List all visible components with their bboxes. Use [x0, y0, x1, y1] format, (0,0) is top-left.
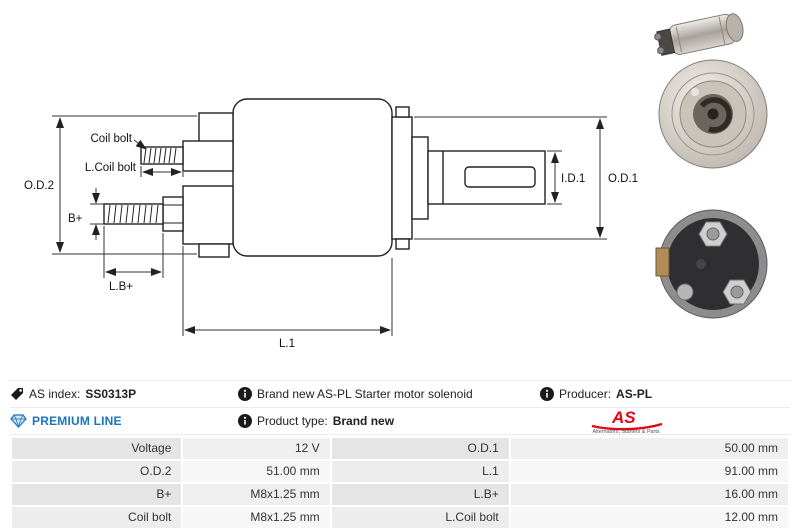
as-pl-logo-icon: AS Alternators, Starters & Parts: [591, 408, 663, 434]
info-icon: [540, 387, 554, 401]
producer-label: Producer:: [559, 387, 612, 401]
dim-label-lbplus: L.B+: [109, 281, 133, 293]
spec-value: M8x1.25 mm: [183, 484, 330, 505]
product-photo-front-cap[interactable]: [655, 56, 771, 172]
spec-value: 16.00 mm: [510, 484, 788, 505]
table-row: B+ M8x1.25 mm L.B+ 16.00 mm: [12, 484, 788, 505]
solenoid-outline: [103, 98, 546, 258]
spec-value: 91.00 mm: [510, 461, 788, 482]
producer: Producer: AS-PL: [540, 387, 790, 401]
brand-logo: AS Alternators, Starters & Parts: [586, 408, 790, 434]
product-photo-side-view[interactable]: [648, 4, 770, 60]
dim-label-coil-bolt: Coil bolt: [90, 133, 132, 145]
product-type: Product type: Brand new: [238, 414, 540, 428]
product-photo-terminal-cap[interactable]: [655, 206, 771, 322]
info-row-1: AS index: SS0313P Brand new AS-PL Starte…: [10, 381, 790, 408]
as-index: AS index: SS0313P: [10, 387, 238, 401]
spec-label: L.B+: [331, 484, 509, 505]
product-description: Brand new AS-PL Starter motor solenoid: [238, 387, 540, 401]
as-index-label: AS index:: [29, 387, 81, 401]
logo-text: AS: [611, 408, 636, 427]
table-row: Coil bolt M8x1.25 mm L.Coil bolt 12.00 m…: [12, 507, 788, 528]
spec-value: 12.00 mm: [510, 507, 788, 528]
product-type-value: Brand new: [332, 414, 395, 428]
diamond-icon: [10, 414, 27, 428]
info-icon: [238, 387, 252, 401]
spec-value: 50.00 mm: [510, 438, 788, 459]
dim-label-l-coil-bolt: L.Coil bolt: [85, 162, 137, 174]
solenoid-technical-drawing: O.D.2 O.D.1 I.D.1 L.1 L.B+ B+ Coil bolt …: [24, 98, 638, 350]
spec-label: L.1: [331, 461, 509, 482]
dim-label-l1: L.1: [279, 338, 295, 350]
spec-label: B+: [12, 484, 182, 505]
logo-subtext: Alternators, Starters & Parts: [592, 429, 659, 434]
spec-label: Voltage: [12, 438, 182, 459]
dim-label-od2: O.D.2: [24, 180, 54, 192]
dim-label-id1: I.D.1: [561, 173, 585, 185]
product-description-text: Brand new AS-PL Starter motor solenoid: [257, 387, 473, 401]
dim-label-bplus: B+: [68, 213, 83, 225]
info-icon: [238, 414, 252, 428]
thread-hatching: [107, 147, 183, 224]
spec-label: L.Coil bolt: [331, 507, 509, 528]
product-type-label: Product type:: [257, 414, 328, 428]
spec-label: O.D.2: [12, 461, 182, 482]
table-row: Voltage 12 V O.D.1 50.00 mm: [12, 438, 788, 459]
table-row: O.D.2 51.00 mm L.1 91.00 mm: [12, 461, 788, 482]
dim-label-od1: O.D.1: [608, 173, 638, 185]
spec-value: 51.00 mm: [183, 461, 330, 482]
premium-line-badge: PREMIUM LINE: [10, 414, 238, 428]
spec-table: Voltage 12 V O.D.1 50.00 mm O.D.2 51.00 …: [10, 436, 790, 530]
info-row-2: PREMIUM LINE Product type: Brand new AS …: [10, 408, 790, 435]
spec-value: 12 V: [183, 438, 330, 459]
spec-label: O.D.1: [331, 438, 509, 459]
producer-value: AS-PL: [616, 387, 653, 401]
tag-icon: [11, 388, 23, 400]
spec-value: M8x1.25 mm: [183, 507, 330, 528]
spec-label: Coil bolt: [12, 507, 182, 528]
as-index-value: SS0313P: [85, 387, 137, 401]
product-info-bar: AS index: SS0313P Brand new AS-PL Starte…: [10, 380, 790, 435]
premium-line-label: PREMIUM LINE: [32, 414, 122, 428]
dimension-lines: [52, 115, 607, 336]
